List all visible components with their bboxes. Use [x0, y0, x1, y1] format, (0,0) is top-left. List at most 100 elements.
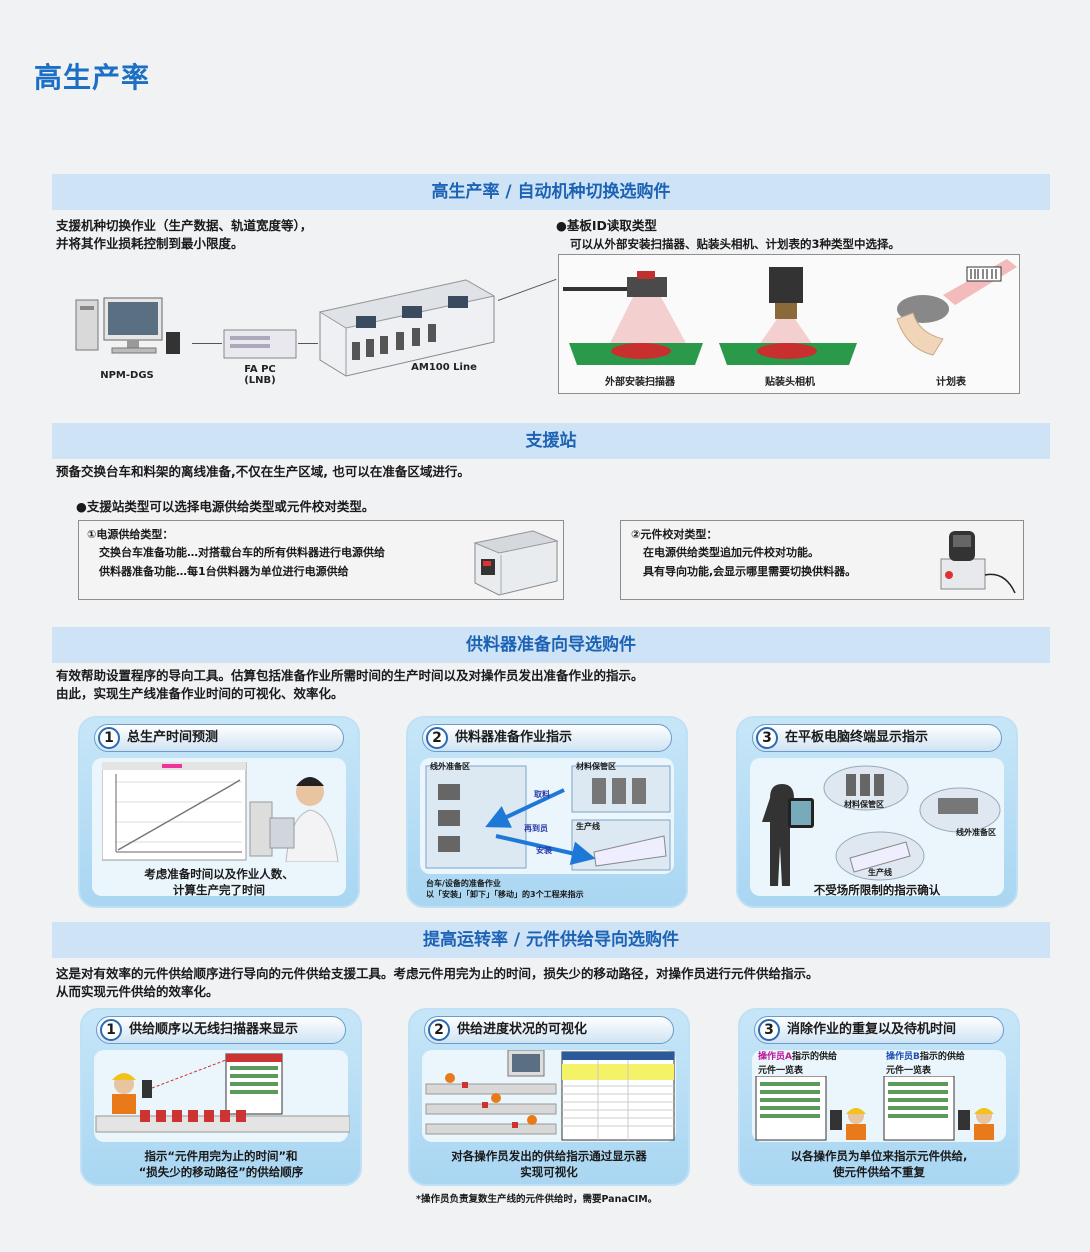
panel-caption: 不受场所限制的指示确认 — [738, 882, 1016, 898]
caption-line-1: 考虑准备时间以及作业人数、 — [144, 867, 294, 881]
panel-caption: 台车/设备的准备作业 以「安装」「卸下」「移动」的3个工程来指示 — [426, 878, 686, 900]
panel-content: 操作员A指示的供给 元件一览表 操作员B指示的供给 元件一览表 — [752, 1050, 1006, 1142]
section-header-feeder-prep-guide: 供料器准备向导选购件 — [52, 627, 1050, 663]
s1-desc-line-1: 支援机种切换作业（生产数据、轨道宽度等）， — [56, 218, 313, 233]
footnote: *操作员负责复数生产线的元件供给时，需要PanaCIM。 — [416, 1194, 658, 1205]
panel-title: 供给顺序以无线扫描器来显示 — [129, 1022, 299, 1037]
verify-unit-image — [940, 531, 1016, 594]
s3-description: 有效帮助设置程序的导向工具。估算包括准备作业所需时间的生产时间以及对操作员发出准… — [56, 667, 644, 703]
panel-number-badge: 2 — [426, 727, 448, 749]
panel-title: 消除作业的重复以及待机时间 — [787, 1022, 957, 1037]
panel-total-production-time: 1 总生产时间预测 考虑准备时间以及作业人数、 计算生产完了时间 — [78, 716, 360, 908]
label-area-line: 生产线 — [576, 822, 600, 831]
panel-title: 总生产时间预测 — [127, 730, 219, 745]
am100-line-image — [318, 279, 496, 377]
component-verify-type-title: ②元件校对类型： — [631, 528, 718, 541]
caption-line-1: 指示“元件用完为止的时间”和 — [144, 1149, 298, 1163]
panel-caption: 对各操作员发出的供给指示通过显示器 实现可视化 — [410, 1148, 688, 1180]
panel-total-production-time-header: 1 总生产时间预测 — [94, 724, 344, 752]
connector-line-3 — [497, 278, 557, 301]
panel-supply-order-scanner-header: 1 供给顺序以无线扫描器来显示 — [96, 1016, 346, 1044]
label-area-store: 材料保管区 — [576, 762, 616, 771]
panel-title: 供给进度状况的可视化 — [457, 1022, 588, 1037]
label-area-out: 线外准备区 — [430, 762, 470, 771]
section-header-supply-guide: 提高运转率 / 元件供给导向选购件 — [52, 922, 1050, 958]
npm-dgs-workstation-image — [75, 297, 180, 354]
panel-caption: 指示“元件用完为止的时间”和 “损失少的移动路径”的供给顺序 — [82, 1148, 360, 1180]
power-supply-unit-image — [473, 530, 559, 596]
caption-line-2: “损失少的移动路径”的供给顺序 — [138, 1165, 304, 1179]
caption-line-2: 实现可视化 — [520, 1165, 578, 1179]
operator-a-label-line-1: 操作员A指示的供给 — [758, 1050, 837, 1064]
panel-supply-progress-header: 2 供给进度状况的可视化 — [424, 1016, 674, 1044]
panel-number-badge: 3 — [756, 727, 778, 749]
panel-content — [94, 1050, 350, 1142]
s1-description: 支援机种切换作业（生产数据、轨道宽度等）， 并将其作业损耗控制到最小限度。 — [56, 217, 312, 253]
panel-number-badge: 3 — [758, 1019, 780, 1041]
panel-eliminate-duplication-header: 3 消除作业的重复以及待机时间 — [754, 1016, 1004, 1044]
am100-label: AM100 Line — [411, 362, 477, 373]
production-time-chart-image — [102, 762, 339, 862]
power-supply-type-box: ①电源供给类型： 交换台车准备功能…对搭载台车的所有供料器进行电源供给 供料器准… — [78, 520, 564, 600]
section-header-auto-changeover: 高生产率 / 自动机种切换选购件 — [52, 174, 1050, 210]
operator-a-list-label: 操作员A指示的供给 元件一览表 — [758, 1050, 837, 1078]
panel-title: 供料器准备作业指示 — [455, 730, 573, 745]
panel-content: 线外准备区 材料保管区 生产线 取料 再到员 安装 — [420, 758, 674, 874]
power-supply-type-line-2: 供料器准备功能…每1台供料器为单位进行电源供给 — [99, 565, 349, 578]
s1-desc-line-2: 并将其作业损耗控制到最小限度。 — [56, 236, 244, 251]
label-store: 材料保管区 — [844, 800, 884, 809]
caption-line-1: 对各操作员发出的供给指示通过显示器 — [451, 1149, 647, 1163]
panel-content: 材料保管区 线外准备区 生产线 — [750, 758, 1004, 896]
connector-line-1 — [192, 343, 222, 344]
panel-caption: 以各操作员为单位来指示元件供给, 使元件供给不重复 — [740, 1148, 1018, 1180]
caption-line-2: 以「安装」「卸下」「移动」的3个工程来指示 — [426, 890, 584, 899]
label-arrow-install: 安装 — [536, 846, 552, 855]
panel-tablet-display: 3 在平板电脑终端显示指示 材料保管区 线外准备区 生产线 不受场所限制的指示确… — [736, 716, 1018, 908]
panel-content — [422, 1050, 676, 1142]
component-verify-type-line-2: 具有导向功能,会显示哪里需要切换供料器。 — [643, 565, 857, 578]
tablet-display-image — [762, 765, 1001, 886]
label-out: 线外准备区 — [956, 828, 996, 837]
panel-caption: 考虑准备时间以及作业人数、 计算生产完了时间 — [80, 866, 358, 898]
panel-number-badge: 1 — [98, 727, 120, 749]
operator-b-label-line-1: 操作员B指示的供给 — [886, 1050, 965, 1064]
caption-line-2: 使元件供给不重复 — [833, 1165, 925, 1179]
feeder-prep-flow-image — [425, 765, 671, 871]
fa-pc-image — [223, 329, 297, 359]
npm-dgs-label: NPM-DGS — [100, 370, 154, 381]
s4-desc-line-2: 从而实现元件供给的效率化。 — [56, 984, 219, 999]
board-id-title: ●基板ID读取类型 — [556, 218, 657, 233]
board-type-external-scanner: 外部安装扫描器 — [605, 377, 675, 388]
panel-supply-order-scanner: 1 供给顺序以无线扫描器来显示 指示“元件用完为止的时间”和 “损失少的移动路径… — [80, 1008, 362, 1186]
operator-b-list-label: 操作员B指示的供给 元件一览表 — [886, 1050, 965, 1078]
s4-desc-line-1: 这是对有效率的元件供给顺序进行导向的元件供给支援工具。考虑元件用完为止的时间，损… — [56, 966, 819, 981]
board-id-types-illustration — [563, 259, 1017, 365]
caption-line-2: 计算生产完了时间 — [173, 883, 265, 897]
panel-content — [92, 758, 346, 896]
connector-line-2 — [298, 343, 318, 344]
board-type-schedule: 计划表 — [936, 377, 966, 388]
panel-number-badge: 2 — [428, 1019, 450, 1041]
panel-title: 在平板电脑终端显示指示 — [785, 730, 929, 745]
panel-number-badge: 1 — [100, 1019, 122, 1041]
panel-feeder-prep-instruction-header: 2 供料器准备作业指示 — [422, 724, 672, 752]
section-header-support-station: 支援站 — [52, 423, 1050, 459]
fa-pc-label-line-1: FA PC — [244, 364, 276, 375]
label-arrow-remove: 再到员 — [524, 824, 548, 833]
panel-eliminate-duplication: 3 消除作业的重复以及待机时间 操作员A指示的供给 元件一览表 操作员B指示的供… — [738, 1008, 1020, 1186]
fa-pc-label-line-2: (LNB) — [244, 375, 276, 386]
supply-progress-image — [425, 1050, 675, 1141]
component-verify-type-box: ②元件校对类型： 在电源供给类型追加元件校对功能。 具有导向功能,会显示哪里需要… — [620, 520, 1024, 600]
fa-pc-label: FA PC (LNB) — [222, 364, 298, 386]
caption-line-1: 台车/设备的准备作业 — [426, 879, 501, 888]
board-id-types-box: 外部安装扫描器 贴装头相机 计划表 — [558, 254, 1020, 394]
operator-b-label-rest: 指示的供给 — [919, 1052, 965, 1062]
operator-a-highlight: 操作员A — [758, 1052, 792, 1062]
caption-line-1: 不受场所限制的指示确认 — [813, 883, 941, 897]
label-line: 生产线 — [868, 868, 892, 877]
s4-description: 这是对有效率的元件供给顺序进行导向的元件供给支援工具。考虑元件用完为止的时间，损… — [56, 965, 819, 1001]
scanner-supply-order-image — [95, 1053, 350, 1133]
board-id-description: 可以从外部安装扫描器、贴装头相机、计划表的3种类型中选择。 — [570, 237, 900, 251]
s3-desc-line-2: 由此，实现生产线准备作业时间的可视化、效率化。 — [56, 686, 344, 701]
panel-tablet-display-header: 3 在平板电脑终端显示指示 — [752, 724, 1002, 752]
